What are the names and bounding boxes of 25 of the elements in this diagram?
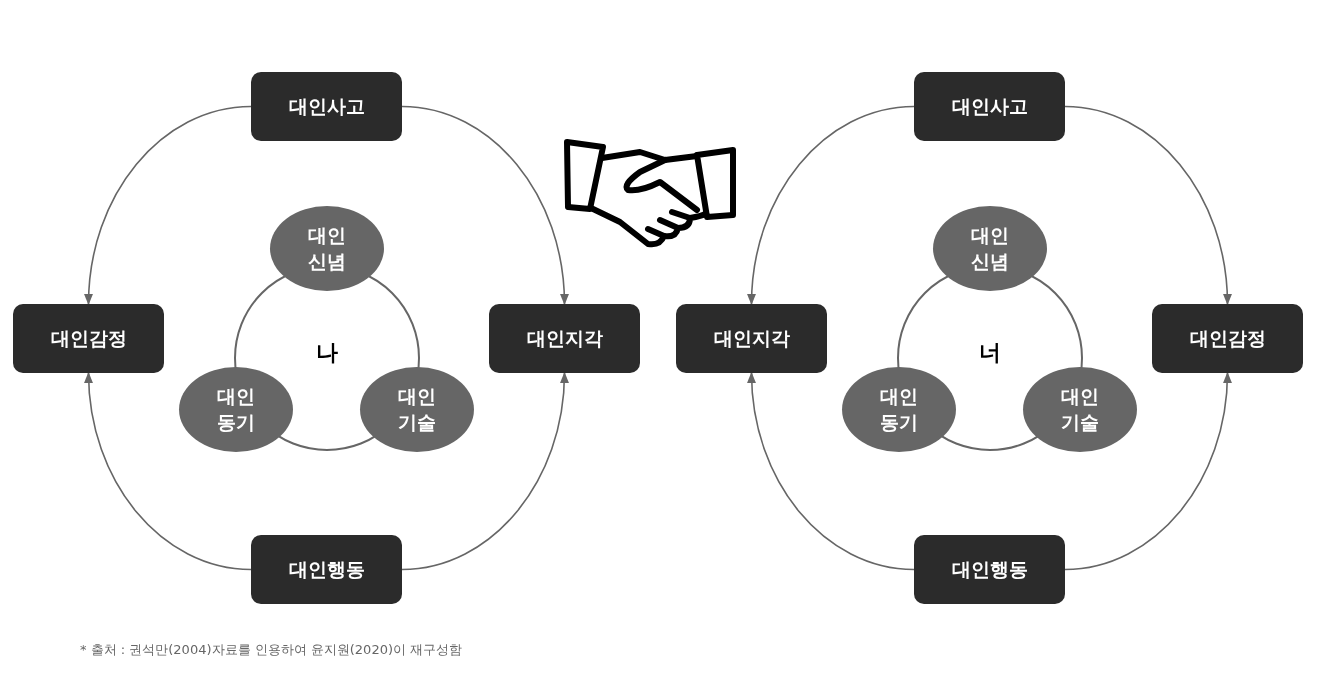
arrow [1064,105,1232,306]
process-box: 대인행동 [251,535,402,604]
arrow [401,105,569,306]
ellipse-node: 대인 신념 [933,206,1047,291]
arrow [401,371,569,571]
process-box: 대인감정 [13,304,164,373]
arrow [747,371,915,571]
process-box: 대인행동 [914,535,1065,604]
process-box: 대인지각 [676,304,827,373]
ellipse-node: 대인 동기 [842,367,956,452]
process-box: 대인지각 [489,304,640,373]
process-box: 대인감정 [1152,304,1303,373]
process-box: 대인사고 [914,72,1065,141]
ellipse-node: 대인 기술 [1023,367,1137,452]
ellipse-node: 대인 동기 [179,367,293,452]
process-box: 대인사고 [251,72,402,141]
arrow [1064,371,1232,571]
circle-label: 너 [970,336,1010,370]
source-note: * 출처 : 권석만(2004)자료를 인용하여 윤지원(2020)이 재구성함 [80,641,463,659]
arrow [84,371,252,571]
ellipse-node: 대인 신념 [270,206,384,291]
arrow [84,105,252,306]
ellipse-node: 대인 기술 [360,367,474,452]
arrow [747,105,915,306]
circle-label: 나 [307,336,347,370]
